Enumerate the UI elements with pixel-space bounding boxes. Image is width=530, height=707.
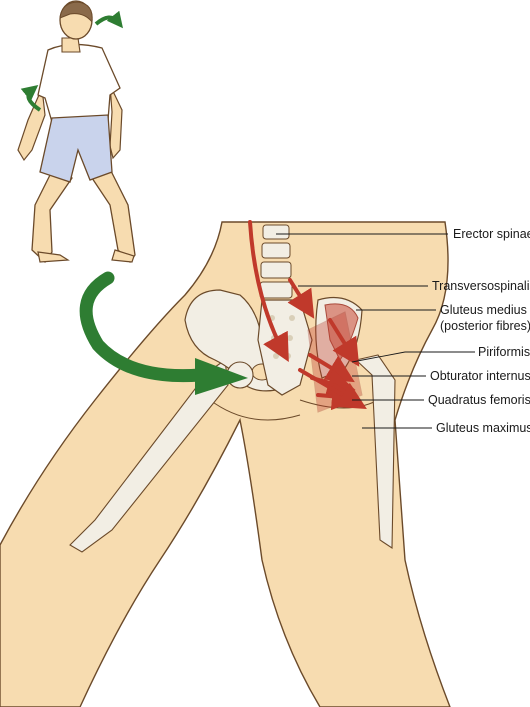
rotation-arrow-icon [94,10,124,29]
rotation-arrow-icon [20,84,42,112]
figure-left-foot [37,251,70,263]
figure-hair [59,1,93,24]
figure-right-arm [109,84,123,160]
rotation-arrow-head [195,358,248,395]
pelvis-view [0,220,451,707]
leader-piriformis [351,351,475,363]
rotation-arrow-icon [79,271,207,383]
lumbar-vertebrae [259,224,293,299]
figure-neck [61,37,81,53]
label-gluteus-medius: Gluteus medius [440,303,527,317]
right-femur [354,354,396,550]
figure-shorts [39,114,113,183]
left-femur [69,359,229,553]
figure-shirt [37,43,121,123]
erector-spinae-arrow [248,220,289,363]
label-piriformis: Piriformis [478,345,530,359]
label-gluteus-maximus: Gluteus maximus [436,421,530,435]
gluteus-maximus-arrow [298,368,367,410]
figure-left-arm [17,85,46,162]
label-obturator-internus: Obturator internus [430,369,530,383]
label-transversospinalis: Transversospinalis [432,279,530,293]
transversospinalis-arrow [287,278,315,319]
standing-figure [17,0,136,264]
labels: Erector spinae Transversospinalis Gluteu… [276,227,530,435]
figure-right-foot [111,249,135,263]
muscle-action-arrows [248,220,367,411]
label-erector-spinae: Erector spinae [453,227,530,241]
gluteus-medius-arrow [328,318,360,367]
label-gluteus-medius-sub: (posterior fibres) [440,319,530,333]
figure-right-leg [86,164,136,264]
label-quadratus-femoris: Quadratus femoris [428,393,530,407]
gluteal-fold [209,399,301,421]
